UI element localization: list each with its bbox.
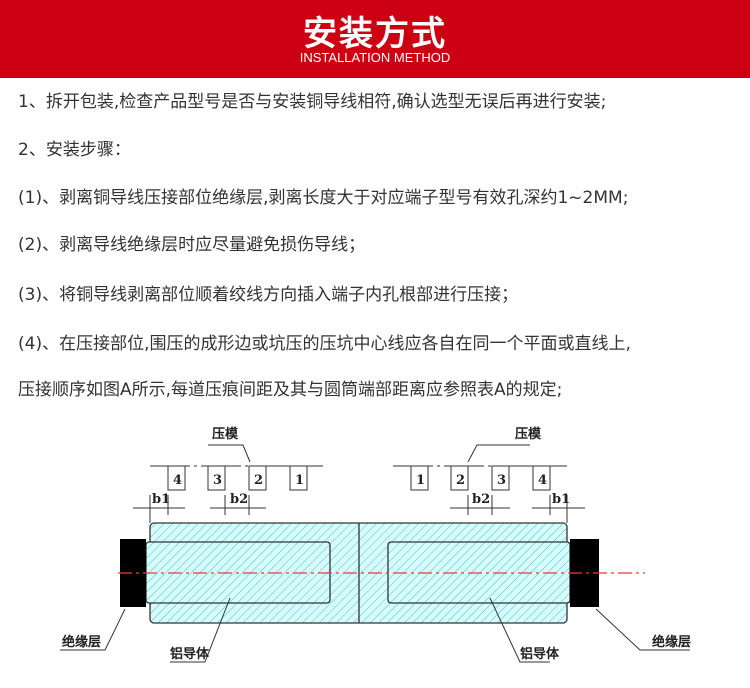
step-text: (2)、剥离导线绝缘层时应尽量避免损伤导线； — [18, 235, 366, 255]
die-label: 压模 — [212, 426, 239, 442]
step-text: (4)、在压接部位,围压的成形边或坑压的压坑中心线应各自在同一个平面或直线上, — [18, 334, 631, 354]
die-number: 1 — [416, 473, 425, 488]
section-title: 安装方式 — [303, 14, 447, 54]
b2-label: b2 — [230, 492, 248, 507]
die-number: 1 — [295, 473, 304, 488]
step-text: 2、安装步骤： — [18, 140, 131, 160]
step-text: 1、拆开包装,检查产品型号是否与安装铜导线相符,确认选型无误后再进行安装; — [18, 92, 607, 112]
insulation-label: 绝缘层 — [652, 634, 691, 650]
conductor-label: 铝导体 — [520, 646, 560, 662]
step-text: 压接顺序如图A所示,每道压痕间距及其与圆筒端部距离应参照表A的规定; — [18, 380, 563, 400]
b1-label: b1 — [552, 492, 570, 507]
section-subtitle: INSTALLATION METHOD — [299, 50, 451, 65]
die-number: 3 — [213, 473, 222, 488]
die-number: 2 — [254, 473, 263, 488]
crimp-diagram: 压模 压模 绝缘层 绝缘层 铝导体 铝导体 b1 b2 b2 b1 4 3 2 … — [60, 426, 691, 663]
section-header: 安装方式 INSTALLATION METHOD — [0, 0, 750, 78]
step-text: (1)、剥离铜导线压接部位绝缘层,剥离长度大于对应端子型号有效孔深约1~2MM; — [18, 188, 629, 208]
die-label: 压模 — [515, 426, 542, 442]
die-number: 4 — [173, 473, 182, 488]
b1-label: b1 — [152, 492, 170, 507]
conductor-label: 铝导体 — [170, 646, 210, 662]
die-number: 3 — [497, 473, 506, 488]
die-number: 2 — [456, 473, 465, 488]
die-number: 4 — [538, 473, 547, 488]
insulation-label: 绝缘层 — [62, 634, 101, 650]
step-text: (3)、将铜导线剥离部位顺着绞线方向插入端子内孔根部进行压接； — [18, 285, 519, 305]
b2-label: b2 — [472, 492, 490, 507]
